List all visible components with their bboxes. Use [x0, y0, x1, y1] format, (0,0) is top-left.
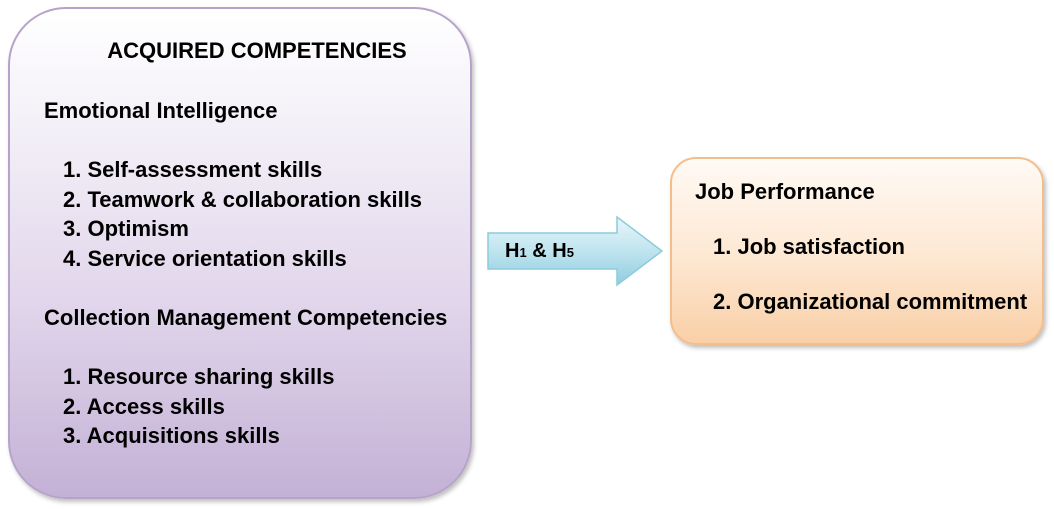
emotional-intelligence-list: 1. Self-assessment skills 2. Teamwork & …	[63, 155, 422, 273]
list-item: 1. Resource sharing skills	[63, 364, 335, 389]
acquired-competencies-title: ACQUIRED COMPETENCIES	[107, 38, 407, 63]
list-item: 2. Access skills	[63, 393, 225, 419]
collection-management-list: 1. Resource sharing skills 2. Access ski…	[63, 362, 334, 451]
collection-management-heading: Collection Management Competencies	[44, 305, 448, 330]
list-item: 1. Job satisfaction	[713, 234, 905, 259]
list-item: 2. Organizational commitment	[713, 289, 1028, 314]
list-item: 3. Acquisitions skills	[63, 423, 280, 448]
list-item: 2. Teamwork & collaboration skills	[63, 186, 423, 212]
list-item: 1. Self-assessment skills	[63, 157, 323, 182]
emotional-intelligence-heading: Emotional Intelligence	[44, 98, 278, 123]
hypothesis-arrow	[487, 215, 664, 287]
acquired-competencies-box	[8, 7, 472, 499]
hypothesis-label: H1 & H5	[505, 240, 574, 262]
job-performance-heading: Job Performance	[695, 179, 875, 204]
list-item: 3. Optimism	[63, 216, 189, 241]
list-item: 4. Service orientation skills	[63, 245, 347, 271]
job-performance-box	[670, 157, 1044, 345]
